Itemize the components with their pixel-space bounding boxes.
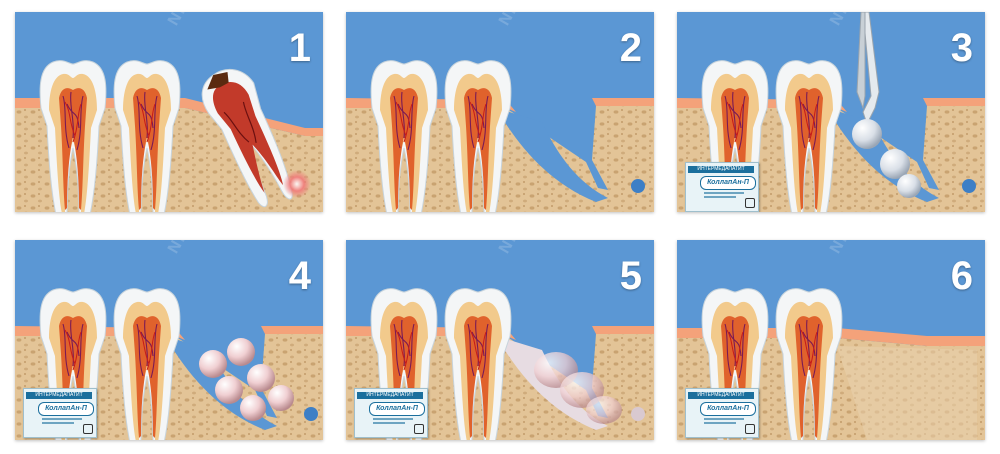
- product-box: ИНТЕРМЕДАПАТИТ КоллапАн-П: [354, 388, 428, 438]
- product-name: КоллапАн-П: [700, 176, 756, 190]
- step-number: 4: [288, 254, 311, 298]
- product-name: КоллапАн-П: [369, 402, 425, 416]
- product-brand: ИНТЕРМЕДАПАТИТ: [26, 392, 92, 399]
- step-number: 3: [950, 26, 973, 70]
- stage-panel-3: ИНТЕРМЕДАПАТИТ КоллапАн-П NIKADENT 3: [677, 12, 985, 212]
- step-number: 6: [950, 254, 973, 298]
- stage-panel-5: ИНТЕРМЕДАПАТИТ КоллапАн-П NIKADENT 5: [346, 240, 654, 440]
- tooth-illustration: [346, 12, 654, 212]
- step-number: 2: [619, 26, 642, 70]
- product-brand: ИНТЕРМЕДАПАТИТ: [688, 166, 754, 173]
- product-box: ИНТЕРМЕДАПАТИТ КоллапАн-П: [685, 388, 759, 438]
- step-number: 5: [619, 254, 642, 298]
- brand-logo-icon: [414, 424, 424, 434]
- stage-panel-4: ИНТЕРМЕДАПАТИТ КоллапАн-П NIKADENT 4: [15, 240, 323, 440]
- stage-panel-6: ИНТЕРМЕДАПАТИТ КоллапАн-П NIKADENT 6: [677, 240, 985, 440]
- product-box: ИНТЕРМЕДАПАТИТ КоллапАн-П: [685, 162, 759, 212]
- step-number: 1: [288, 26, 311, 70]
- product-brand: ИНТЕРМЕДАПАТИТ: [357, 392, 423, 399]
- stage-panel-2: NIKADENT 2: [346, 12, 654, 212]
- product-brand: ИНТЕРМЕДАПАТИТ: [688, 392, 754, 399]
- brand-logo-icon: [745, 424, 755, 434]
- stage-panel-1: NIKADENT 1: [15, 12, 323, 212]
- product-name: КоллапАн-П: [700, 402, 756, 416]
- product-box: ИНТЕРМЕДАПАТИТ КоллапАн-П: [23, 388, 97, 438]
- product-name: КоллапАн-П: [38, 402, 94, 416]
- tooth-illustration: [15, 12, 323, 212]
- brand-logo-icon: [745, 198, 755, 208]
- brand-logo-icon: [83, 424, 93, 434]
